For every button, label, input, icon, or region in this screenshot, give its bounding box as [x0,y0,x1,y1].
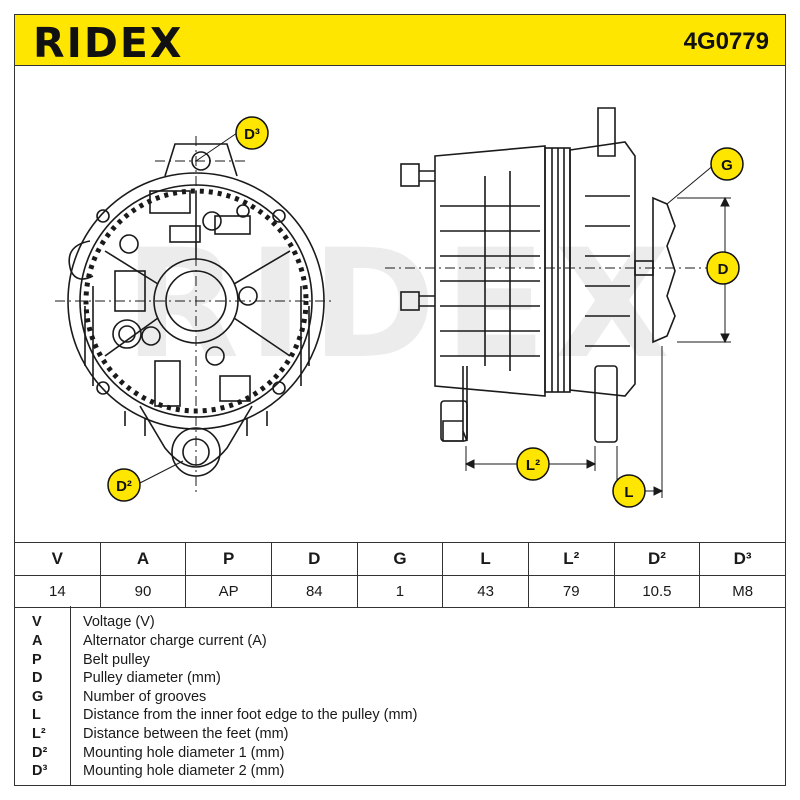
legend-divider [70,606,71,785]
spec-header-cell: D [270,542,358,576]
legend: V Voltage (V) A Alternator charge curren… [14,606,786,786]
spec-value-cell: 90 [99,575,187,608]
spec-header-cell: G [356,542,444,576]
spec-header-cell: L² [527,542,615,576]
legend-key: L [32,707,41,723]
callout-d: D [706,251,740,285]
spec-header-cell: L [442,542,529,576]
spec-header-row: V A P D G L L² D² D³ [14,542,786,576]
legend-desc: Distance from the inner foot edge to the… [83,707,418,723]
center-lines [55,136,335,496]
callout-d3: D³ [235,116,269,150]
spec-table: V A P D G L L² D² D³ 14 90 AP 84 1 43 79… [14,542,786,608]
legend-desc: Pulley diameter (mm) [83,670,221,686]
spec-value-cell: M8 [699,575,786,608]
callout-l: L [612,474,646,508]
header-bar: RIDEX 4G0779 [14,14,786,67]
legend-key: D² [32,745,48,761]
spec-value-cell: 1 [356,575,444,608]
svg-text:G: G [721,157,733,174]
legend-key: L² [32,726,46,742]
spec-header-cell: D² [613,542,701,576]
side-view [400,107,676,443]
callout-d2: D² [107,468,141,502]
spec-header-cell: P [185,542,272,576]
legend-key: D³ [32,763,48,779]
legend-key: V [32,614,42,630]
technical-drawing: RIDEX [14,66,786,542]
spec-value-cell: 10.5 [613,575,701,608]
alternator-drawing: RIDEX [55,107,744,508]
legend-desc: Voltage (V) [83,614,155,630]
spec-header-cell: V [14,542,101,576]
spec-value-cell: 43 [442,575,529,608]
spec-header-cell: A [99,542,187,576]
spec-value-cell: AP [185,575,272,608]
spec-value-cell: 84 [270,575,358,608]
watermark-text: RIDEX [124,218,678,392]
svg-text:D: D [718,261,729,278]
callout-l2: L² [516,447,550,481]
spec-header-cell: D³ [699,542,786,576]
legend-desc: Mounting hole diameter 1 (mm) [83,745,285,761]
brand-logo: RIDEX [33,19,184,67]
legend-desc: Distance between the feet (mm) [83,726,289,742]
svg-text:D²: D² [116,478,132,495]
legend-desc: Belt pulley [83,652,150,668]
svg-text:L: L [624,484,633,501]
legend-key: G [32,689,44,705]
legend-desc: Alternator charge current (A) [83,633,267,649]
callout-g: G [710,147,744,181]
spec-value-row: 14 90 AP 84 1 43 79 10.5 M8 [14,575,786,608]
legend-key: D [32,670,43,686]
spec-value-cell: 14 [14,575,101,608]
legend-desc: Mounting hole diameter 2 (mm) [83,763,285,779]
svg-text:L²: L² [526,457,540,474]
legend-key: P [32,652,42,668]
legend-desc: Number of grooves [83,689,207,705]
part-number: 4G0779 [683,28,769,55]
spec-value-cell: 79 [527,575,615,608]
legend-key: A [32,633,43,649]
svg-text:D³: D³ [244,126,260,143]
